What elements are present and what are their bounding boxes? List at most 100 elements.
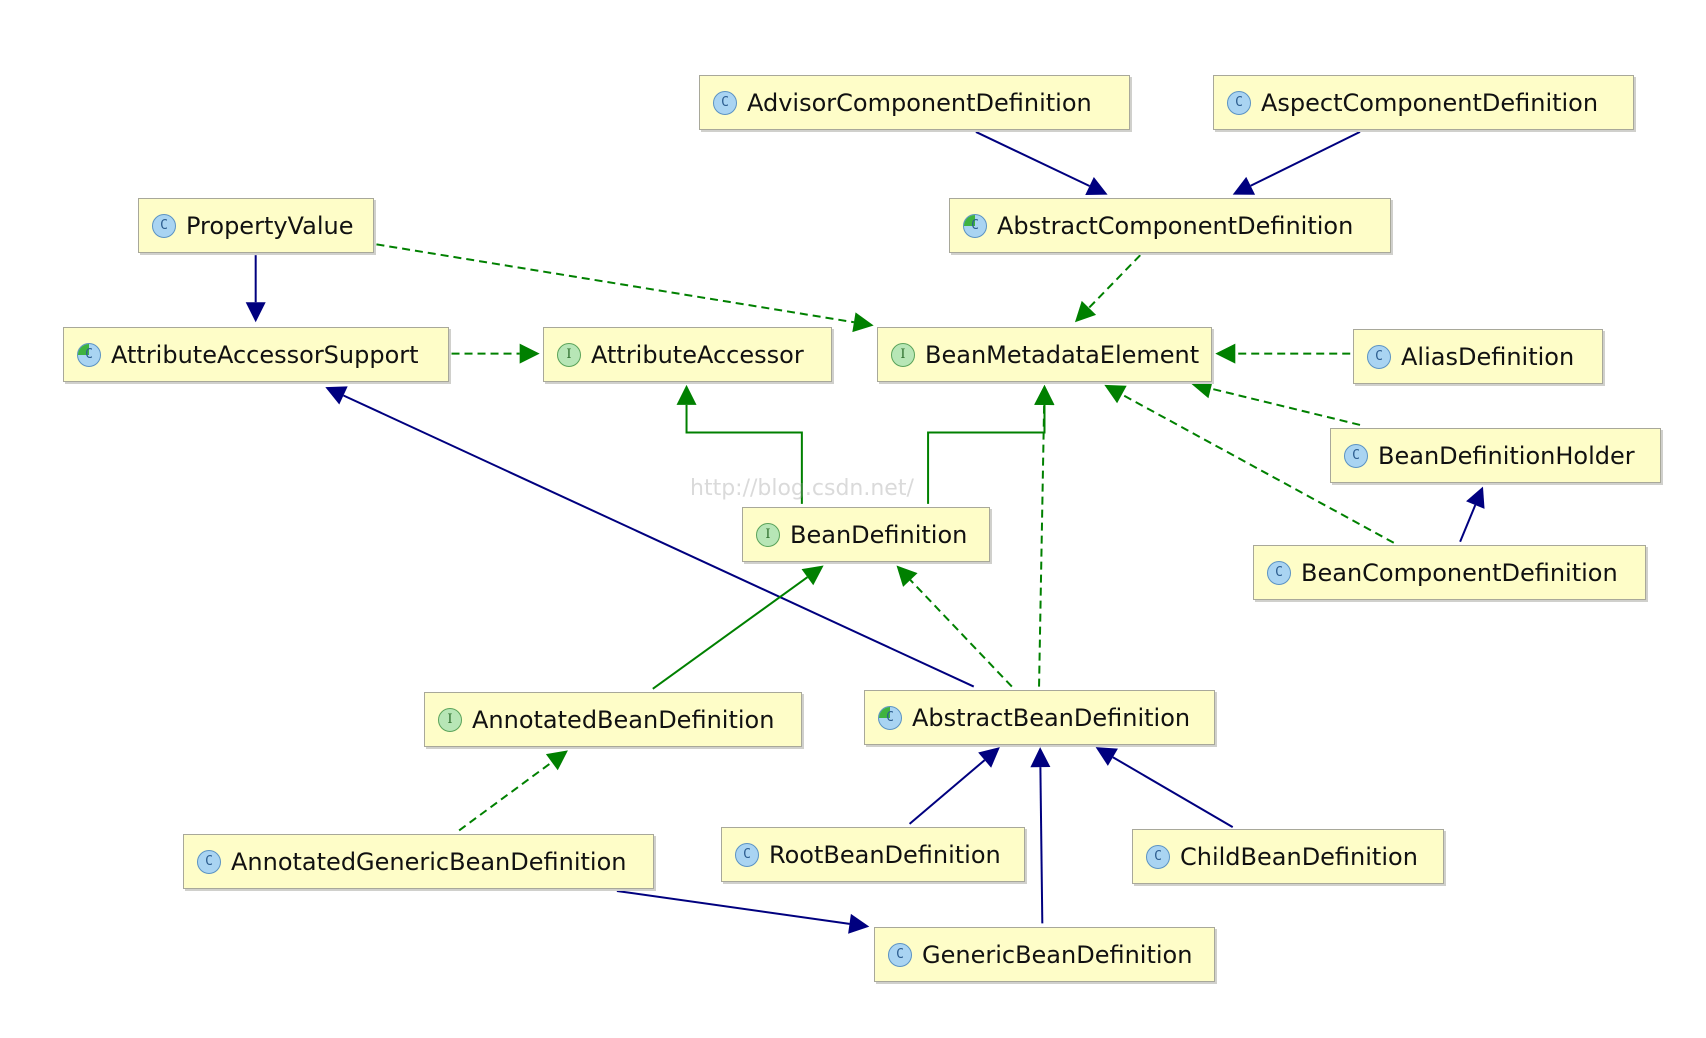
interface-icon: I	[438, 707, 462, 732]
class-icon: C	[1344, 443, 1368, 468]
edge-advisor-component-definition-to-abstract-component-definition	[975, 131, 1108, 196]
class-icon: C	[888, 942, 912, 967]
arrowhead	[1030, 747, 1051, 768]
edge-child-bean-definition-to-abstract-bean-definition	[1095, 747, 1234, 829]
class-icon: C	[713, 90, 737, 115]
edge-attribute-accessor-support-to-attribute-accessor	[451, 343, 540, 364]
arrowhead	[325, 386, 348, 405]
edge-abstract-bean-definition-to-bean-definition	[896, 565, 1013, 688]
node-bean-component-definition[interactable]: C BeanComponentDefinition	[1253, 545, 1646, 600]
arrowhead	[245, 302, 266, 323]
arrowhead	[852, 312, 874, 333]
edge-line	[1250, 131, 1361, 187]
arrowhead	[801, 565, 824, 586]
arrowhead	[1095, 747, 1118, 766]
edge-line	[1088, 254, 1141, 309]
node-label: BeanDefinition	[790, 520, 968, 549]
edge-line	[975, 131, 1090, 187]
abstract-class-icon: C	[77, 342, 101, 367]
interface-icon: I	[891, 342, 915, 367]
node-label: RootBeanDefinition	[769, 840, 1001, 869]
arrowhead	[1232, 176, 1256, 195]
node-attribute-accessor-support[interactable]: C AttributeAccessorSupport	[63, 327, 449, 382]
interface-icon: I	[756, 522, 780, 547]
edge-line	[1210, 387, 1361, 426]
node-bean-definition-holder[interactable]: C BeanDefinitionHolder	[1330, 428, 1661, 483]
class-icon: C	[735, 842, 759, 867]
arrowhead	[545, 750, 568, 771]
arrowhead	[1191, 378, 1214, 399]
node-label: AbstractComponentDefinition	[997, 211, 1354, 240]
abstract-class-icon: C	[963, 213, 987, 238]
node-label: AbstractBeanDefinition	[912, 703, 1191, 732]
edge-line	[685, 404, 803, 504]
node-child-bean-definition[interactable]: C ChildBeanDefinition	[1132, 829, 1444, 884]
arrowhead	[1215, 343, 1236, 364]
edge-annotated-generic-bean-definition-to-generic-bean-definition	[616, 889, 870, 934]
edge-property-value-to-bean-metadata-element	[376, 243, 874, 333]
edge-line	[1112, 756, 1234, 829]
node-label: ChildBeanDefinition	[1180, 842, 1418, 871]
node-label: AnnotatedGenericBeanDefinition	[231, 847, 627, 876]
arrowhead	[519, 343, 540, 364]
edge-annotated-generic-bean-definition-to-annotated-bean-definition	[458, 750, 568, 832]
edge-line	[908, 759, 986, 825]
node-label: AspectComponentDefinition	[1261, 88, 1599, 117]
edge-abstract-bean-definition-to-attribute-accessor-support	[325, 386, 975, 688]
arrowhead	[676, 384, 697, 405]
edge-root-bean-definition-to-abstract-bean-definition	[908, 747, 1000, 825]
node-root-bean-definition[interactable]: C RootBeanDefinition	[721, 827, 1025, 882]
node-annotated-bean-definition[interactable]: I AnnotatedBeanDefinition	[424, 692, 802, 747]
edge-bean-component-definition-to-bean-definition-holder	[1459, 486, 1485, 543]
node-abstract-component-definition[interactable]: C AbstractComponentDefinition	[949, 198, 1391, 253]
node-label: AdvisorComponentDefinition	[747, 88, 1092, 117]
class-icon: C	[152, 213, 176, 238]
node-label: AnnotatedBeanDefinition	[472, 705, 775, 734]
edge-property-value-to-attribute-accessor-support	[245, 255, 266, 323]
edge-line	[927, 404, 1046, 504]
edge-line	[909, 579, 1013, 688]
edge-abstract-component-definition-to-bean-metadata-element	[1074, 254, 1141, 323]
node-advisor-component-definition[interactable]: C AdvisorComponentDefinition	[699, 75, 1130, 130]
class-icon: C	[1227, 90, 1251, 115]
arrowhead	[978, 747, 1000, 768]
arrowhead	[1034, 384, 1055, 406]
edge-annotated-bean-definition-to-bean-definition	[652, 565, 824, 690]
node-property-value[interactable]: C PropertyValue	[138, 198, 374, 253]
node-bean-definition[interactable]: I BeanDefinition	[742, 507, 990, 562]
node-label: BeanMetadataElement	[925, 340, 1200, 369]
edge-line	[652, 576, 808, 690]
node-aspect-component-definition[interactable]: C AspectComponentDefinition	[1213, 75, 1634, 130]
arrowhead	[848, 913, 870, 934]
node-attribute-accessor[interactable]: I AttributeAccessor	[543, 327, 832, 382]
node-label: BeanComponentDefinition	[1301, 558, 1618, 587]
arrowhead	[1466, 486, 1485, 509]
node-label: PropertyValue	[186, 211, 354, 240]
arrowhead	[1104, 384, 1127, 404]
arrowhead	[1074, 300, 1097, 323]
interface-icon: I	[557, 342, 581, 367]
edge-line	[1039, 767, 1044, 924]
node-annotated-generic-bean-definition[interactable]: C AnnotatedGenericBeanDefinition	[183, 834, 654, 889]
node-abstract-bean-definition[interactable]: C AbstractBeanDefinition	[864, 690, 1215, 745]
edge-line	[616, 889, 850, 925]
class-icon: C	[197, 849, 221, 874]
arrowhead	[896, 565, 918, 587]
edge-bean-component-definition-to-bean-metadata-element	[1104, 384, 1395, 544]
edge-alias-definition-to-bean-metadata-element	[1215, 343, 1351, 364]
node-generic-bean-definition[interactable]: C GenericBeanDefinition	[874, 927, 1215, 982]
node-bean-metadata-element[interactable]: I BeanMetadataElement	[877, 327, 1212, 382]
class-icon: C	[1146, 844, 1170, 869]
edge-generic-bean-definition-to-abstract-bean-definition	[1030, 747, 1051, 924]
abstract-class-icon: C	[878, 705, 902, 730]
edge-line	[376, 243, 855, 324]
edge-line	[343, 394, 975, 688]
edge-bean-definition-to-attribute-accessor	[676, 384, 803, 504]
class-icon: C	[1267, 560, 1291, 585]
arrowhead	[1085, 176, 1108, 196]
edge-line	[458, 761, 553, 832]
node-alias-definition[interactable]: C AliasDefinition	[1353, 329, 1603, 384]
node-label: AliasDefinition	[1401, 342, 1575, 371]
